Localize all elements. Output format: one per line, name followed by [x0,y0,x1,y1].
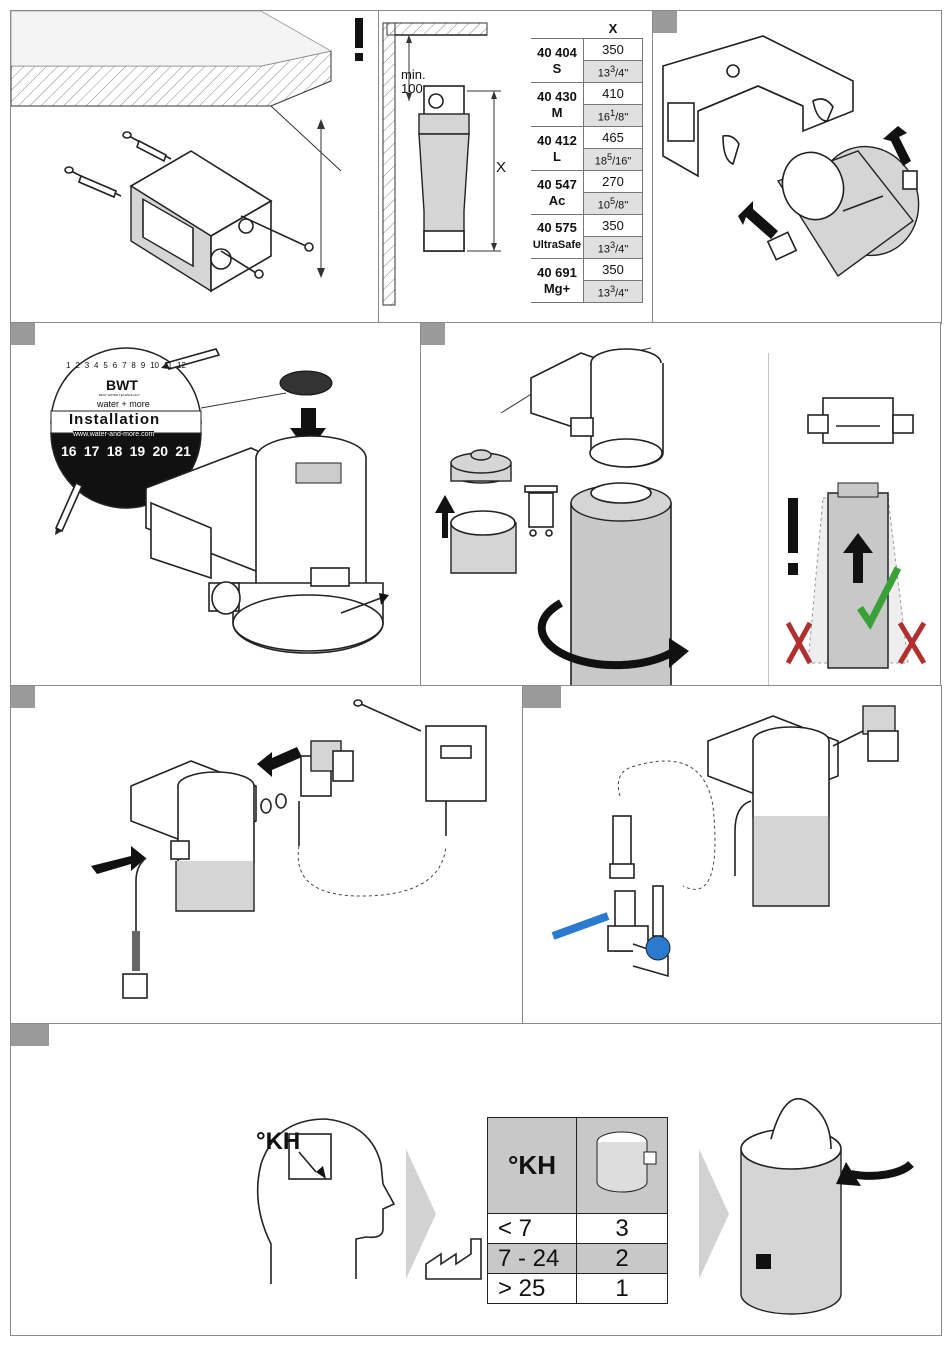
inch-cell: 133/4" [584,237,643,259]
attach-head-illustration [653,11,941,323]
year-label: 21 [175,443,191,459]
filter-head [531,349,663,467]
hose-illustration [11,686,523,1024]
min-value: 100 [401,81,423,96]
year-label: 18 [107,443,123,459]
sticker-years: 16 17 18 19 20 21 [61,443,191,459]
panel-valve-connection [522,685,942,1025]
arrow-icon [738,201,778,239]
sticker-title: Installation [69,411,160,428]
inch-cell: 105/8" [584,193,643,215]
exclamation-icon [788,498,798,553]
filter-head [768,132,934,276]
pencil-icon [55,483,82,535]
inch-cell: 133/4" [584,61,643,83]
panel-attach-head [652,10,942,324]
year-label: 16 [61,443,77,459]
cartridge-illustration [421,323,769,686]
year-label: 19 [130,443,146,459]
x-dimension-label: X [496,159,506,176]
range-cell: < 7 [488,1214,577,1244]
inch-cell: 185/16" [584,149,643,171]
cross-icon [788,623,810,663]
inch-cell: 133/4" [584,281,643,303]
min-label: min. [401,67,426,82]
month-label: 6 [113,361,117,370]
month-label: 7 [122,361,126,370]
kh-label: °KH [256,1128,300,1156]
mm-cell: 410 [584,83,643,105]
exclamation-mark-icon [354,18,364,64]
mm-cell: 350 [584,259,643,281]
panel-insert-cartridge [420,322,770,687]
month-label: 5 [103,361,107,370]
setting-cell: 2 [577,1244,668,1274]
year-label: 17 [84,443,100,459]
panel-hose-connection [10,685,524,1025]
sticker-tagline: water + more [97,399,150,409]
mm-cell: 270 [584,171,643,193]
trash-bin-icon [525,486,557,536]
setting-cell: 3 [577,1214,668,1244]
month-label: 2 [75,361,79,370]
table-head-product-image [577,1118,668,1214]
month-label: 8 [131,361,135,370]
panel-bracket-mounting [10,10,380,324]
hardness-table: °KH < 7 3 7 - 24 2 > 25 1 [487,1117,668,1304]
step-arrow-icon [699,1149,729,1279]
sticker-brand-small: BEST WATER TECHNOLOGY [99,393,140,397]
range-cell: > 25 [488,1274,577,1304]
month-label: 1 [66,361,70,370]
range-cell: 7 - 24 [488,1244,577,1274]
table-header-x: X [584,19,643,39]
month-label: 11 [164,361,172,370]
mm-cell: 465 [584,127,643,149]
panel-alignment-warning [768,322,941,687]
sticker-months: 1 2 3 4 5 6 7 8 9 10 11 12 [66,361,186,370]
setting-cell: 1 [577,1274,668,1304]
year-label: 20 [153,443,169,459]
inch-cell: 161/8" [584,105,643,127]
month-label: 4 [94,361,98,370]
arrow-left-icon [257,747,302,777]
table-head-kh: °KH [488,1118,577,1214]
hardness-illustration [11,1024,941,1335]
panel-hardness-setting: °KH [10,1023,942,1336]
mm-cell: 350 [584,39,643,61]
sticker-brand: BWT [106,377,138,393]
alignment-illustration [768,323,940,686]
month-label: 3 [85,361,89,370]
panel-installation-sticker: BWT water + more Installation www.water-… [10,322,422,687]
month-label: 10 [150,361,159,370]
month-label: 12 [177,361,186,370]
filter-head-icon [582,1122,662,1202]
bracket-mounting-illustration [11,11,379,323]
month-label: 9 [141,361,145,370]
sticker-illustration [11,323,421,686]
control-box [426,726,486,801]
factory-icon [426,1239,481,1279]
valve-illustration [523,686,941,1024]
thermometer-icon [646,936,670,960]
sticker-url: www.water-and-more.com [73,431,154,438]
mm-cell: 350 [584,215,643,237]
rotate-arrow-icon [669,638,689,668]
